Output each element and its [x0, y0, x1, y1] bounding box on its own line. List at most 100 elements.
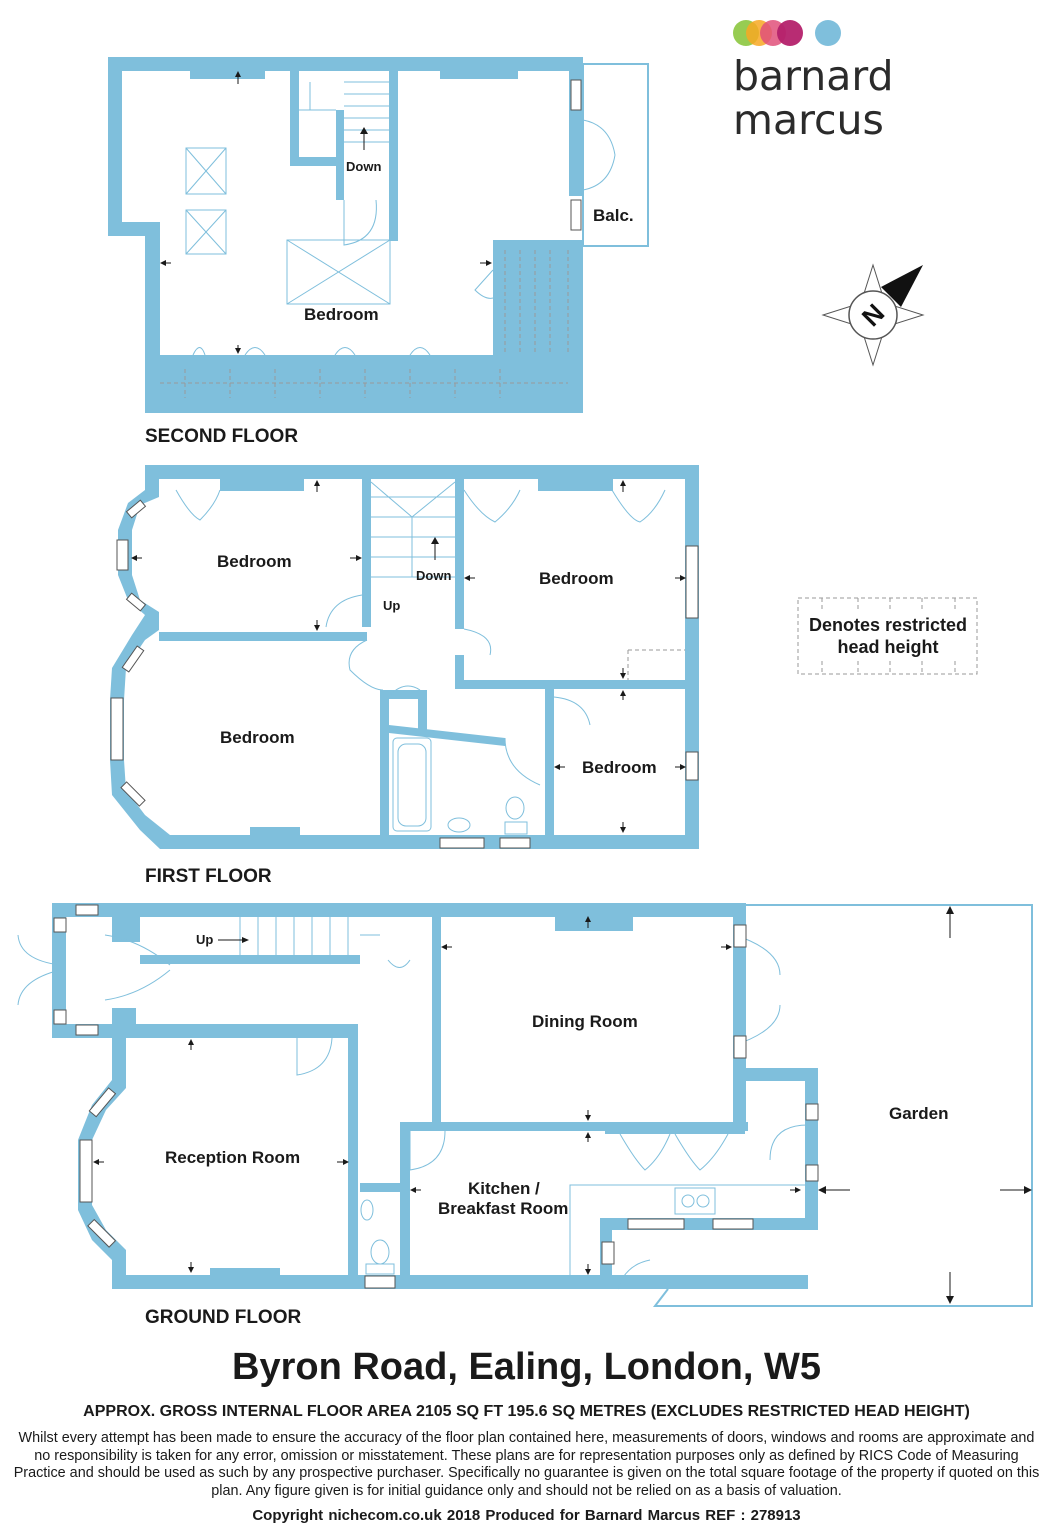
measure-arrows	[160, 71, 492, 354]
ground-floor-top-wall	[52, 903, 746, 917]
first-floor-stairs-up: Up	[383, 598, 400, 613]
ground-floor-doors	[296, 934, 809, 1290]
bedroom-small-left-wall	[545, 689, 554, 849]
stair-door	[343, 199, 377, 246]
cupboard-wall-right	[418, 690, 427, 730]
stair-bottom-wall	[140, 955, 360, 964]
kitchen-top-wall	[605, 1122, 745, 1134]
first-floor-plan: Bedroom Bedroom Bedroom Bedroom Down Up …	[110, 465, 699, 887]
skylights	[185, 147, 391, 305]
window	[88, 1087, 117, 1118]
copyright-line: Copyright nichecom.co.uk 2018 Produced f…	[252, 1507, 801, 1524]
window	[53, 917, 67, 933]
ground-floor-stairs	[218, 917, 380, 955]
window-recess	[440, 57, 518, 79]
ground-floor-fittings	[360, 1183, 805, 1275]
second-floor-right-wall	[569, 240, 583, 413]
second-floor-walls	[108, 57, 583, 413]
kitchen-cupboards	[619, 1133, 729, 1171]
window	[121, 645, 145, 673]
bathroom-fittings	[392, 737, 528, 835]
window	[125, 499, 147, 519]
brand-logo: barnard marcus	[733, 18, 1033, 142]
legend-line-1: Denotes restricted	[808, 615, 968, 635]
measure-arrows	[93, 906, 1032, 1304]
property-address: Byron Road, Ealing, London, W5	[232, 1346, 821, 1388]
dining-room-label: Dining Room	[532, 1012, 638, 1031]
window	[570, 79, 582, 111]
second-floor-bedroom-label: Bedroom	[304, 305, 379, 324]
window	[87, 1218, 117, 1248]
window-recess	[220, 465, 304, 491]
first-floor-doors	[325, 594, 591, 786]
window	[685, 751, 699, 781]
first-floor-bottom-wall	[160, 835, 699, 849]
window	[75, 1024, 99, 1036]
legend-restricted-box	[797, 597, 978, 675]
second-floor-title: SECOND FLOOR	[145, 426, 298, 447]
balcony-door	[582, 119, 616, 191]
compass: N	[821, 263, 925, 367]
disclaimer: Whilst every attempt has been made to en…	[13, 1430, 1040, 1499]
kitchen-label-line2: Breakfast Room	[438, 1199, 568, 1218]
first-floor-bedroom-1-label: Bedroom	[217, 552, 292, 571]
stair-wall-right	[389, 71, 398, 241]
window	[364, 1275, 396, 1289]
side-door	[474, 269, 494, 299]
brand-name: barnard marcus	[733, 52, 894, 144]
second-floor-plan: Down Bedroom Balc. SECOND FLOOR	[108, 57, 649, 447]
cupboard-wall	[380, 690, 425, 699]
first-floor-stairs	[370, 481, 456, 578]
restricted-area-second	[160, 250, 569, 398]
window	[601, 1241, 615, 1265]
stair-wall-left	[362, 479, 371, 627]
window	[499, 837, 531, 849]
window-recess	[250, 827, 300, 837]
window	[805, 1103, 819, 1121]
window	[570, 199, 582, 231]
window-recess	[190, 57, 265, 79]
eaves-wall	[145, 355, 583, 369]
window	[685, 545, 699, 619]
window	[53, 1009, 67, 1025]
window	[805, 1164, 819, 1182]
brand-dots	[733, 18, 1033, 52]
second-floor-stairs	[299, 81, 389, 150]
second-floor-stairs-down: Down	[346, 159, 381, 174]
reception-right-wall	[348, 1024, 358, 1289]
bedroom-right-left-wall-low	[455, 655, 464, 689]
compass-circle	[848, 290, 898, 340]
balcony-label: Balc.	[593, 206, 634, 225]
side-return-top	[733, 1068, 818, 1081]
wardrobe-doors	[192, 347, 431, 356]
window	[627, 1218, 685, 1230]
wall-between-bedrooms	[159, 632, 367, 641]
dining-left-wall	[432, 917, 441, 1122]
first-floor-title: FIRST FLOOR	[145, 866, 272, 887]
window	[125, 592, 147, 612]
balcony-outline	[582, 63, 649, 247]
bathroom-left-wall	[380, 695, 389, 849]
restricted-area-first	[627, 649, 685, 680]
window	[116, 539, 129, 571]
window	[712, 1218, 754, 1230]
window	[75, 904, 99, 916]
first-floor-bedroom-4-label: Bedroom	[582, 758, 657, 777]
stair-wall-bottom	[290, 157, 337, 166]
ground-floor-title: GROUND FLOOR	[145, 1307, 301, 1328]
window-recess	[555, 903, 633, 931]
kitchen-left-wall	[400, 1122, 410, 1289]
first-floor-right-wall	[685, 465, 699, 849]
window	[733, 1035, 747, 1059]
window-recess	[210, 1268, 280, 1278]
dining-bottom-wall	[400, 1122, 748, 1131]
ground-floor-plan: Up Dining Room Reception Room Kitchen / …	[17, 903, 1033, 1328]
legend-line-2: head height	[837, 637, 939, 657]
window	[120, 781, 146, 807]
floor-plan: Down Bedroom Balc. SECOND FLOOR N	[17, 57, 1033, 1328]
legend-restricted-head-height: Denotes restricted head height	[798, 614, 978, 658]
porch-corner-top	[112, 917, 140, 942]
first-floor-stairs-down: Down	[416, 568, 451, 583]
garden-outline	[652, 904, 1033, 1307]
window	[110, 697, 124, 761]
